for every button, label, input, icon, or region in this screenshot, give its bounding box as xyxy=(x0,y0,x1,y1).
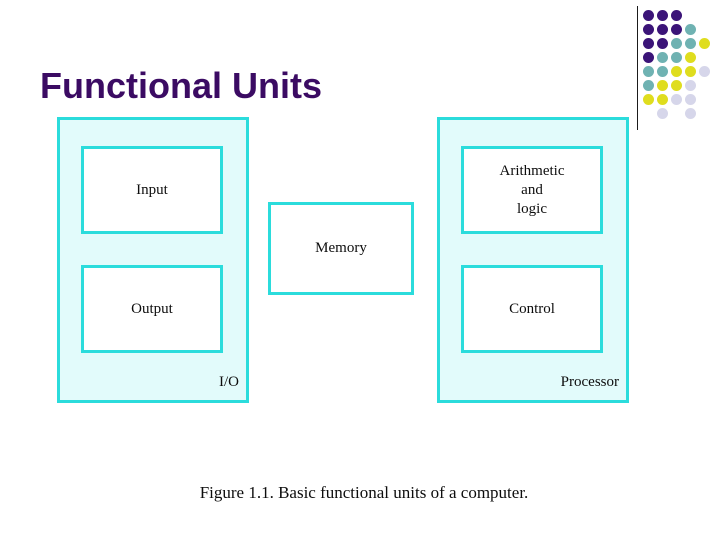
unit-box-input-label: Input xyxy=(136,181,168,198)
unit-box-input: Input xyxy=(81,146,223,234)
decorative-dot xyxy=(685,66,696,77)
decorative-dot xyxy=(699,66,710,77)
decorative-dot xyxy=(671,10,682,21)
decorative-dot xyxy=(657,66,668,77)
unit-box-alu-label-line-2: and xyxy=(521,181,543,198)
decorative-dot xyxy=(685,80,696,91)
decorative-dot xyxy=(671,24,682,35)
decorative-dot-grid xyxy=(643,10,713,125)
decorative-dot xyxy=(657,52,668,63)
decorative-dot xyxy=(671,80,682,91)
decorative-dot xyxy=(643,10,654,21)
decorative-dot xyxy=(643,38,654,49)
unit-box-control-label: Control xyxy=(509,300,555,317)
decorative-dot xyxy=(685,52,696,63)
decorative-dot xyxy=(671,38,682,49)
decorative-dot xyxy=(643,52,654,63)
decorative-dot xyxy=(643,24,654,35)
figure-caption: Figure 1.1. Basic functional units of a … xyxy=(199,483,529,502)
unit-box-alu-label-line-1: Arithmetic xyxy=(499,162,565,179)
unit-box-output: Output xyxy=(81,265,223,353)
decorative-dot xyxy=(699,38,710,49)
unit-box-alu-label: Arithmetic and logic xyxy=(500,162,565,219)
decorative-dot xyxy=(657,80,668,91)
decorative-dot xyxy=(657,24,668,35)
decorative-dot xyxy=(671,94,682,105)
decorative-dot xyxy=(685,24,696,35)
decorative-dot xyxy=(643,80,654,91)
decorative-dot xyxy=(657,108,668,119)
decorative-dot xyxy=(685,108,696,119)
unit-box-control: Control xyxy=(461,265,603,353)
decorative-dot xyxy=(643,94,654,105)
decorative-dot xyxy=(657,10,668,21)
decorative-dot xyxy=(671,52,682,63)
processor-panel-label: Processor xyxy=(560,374,619,390)
unit-box-memory: Memory xyxy=(268,202,414,295)
decorative-dot xyxy=(657,38,668,49)
unit-box-arithmetic-and-logic: Arithmetic and logic xyxy=(461,146,603,234)
io-panel-label: I/O xyxy=(219,374,239,390)
unit-box-output-label: Output xyxy=(131,300,173,317)
decorative-dot xyxy=(685,38,696,49)
decorative-dot xyxy=(671,66,682,77)
unit-box-alu-label-line-3: logic xyxy=(516,200,547,217)
decorative-vertical-rule xyxy=(637,6,638,130)
page-title: Functional Units xyxy=(40,65,322,106)
unit-box-memory-label: Memory xyxy=(315,240,367,256)
decorative-dot xyxy=(643,66,654,77)
decorative-dot xyxy=(685,94,696,105)
decorative-dot xyxy=(657,94,668,105)
